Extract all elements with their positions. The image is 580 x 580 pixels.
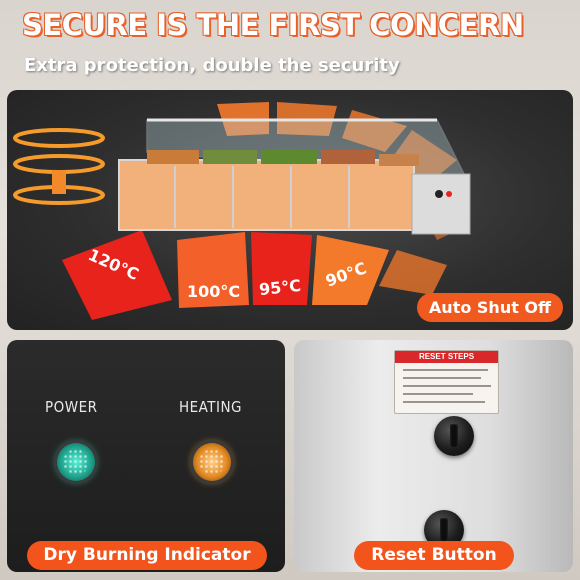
ring-top [13,128,105,148]
pan-2 [203,150,257,164]
reset-step-line [403,369,488,371]
reset-button-caption: Reset Button [354,541,514,570]
heating-label: HEATING [179,398,243,416]
temp-wedge-far [379,250,447,295]
temp-wedge-95 [251,232,312,305]
reset-knob-icon[interactable] [434,416,474,456]
reset-step-line [403,385,491,387]
control-knob-icon [435,190,443,198]
heating-indicator-icon [193,443,231,481]
temp-wedge-90 [312,235,389,305]
dry-burning-panel: POWER HEATING Dry Burning Indicator [7,340,285,572]
reset-step-line [403,377,481,379]
temp-wedge-120 [62,230,172,320]
reset-steps-card: RESET STEPS [394,350,499,414]
ring-middle [13,154,105,174]
control-light-icon [446,191,452,197]
power-label: POWER [45,398,98,416]
steamer-front [118,159,415,231]
reset-step-line [403,401,485,403]
pan-4 [321,150,375,164]
arc-segment-right [392,130,457,185]
reset-step-line [403,393,473,395]
hero-illustration [13,102,471,320]
pan-5 [379,154,419,166]
steamer-control-box [411,173,471,235]
power-indicator-icon [57,443,95,481]
pan-1 [147,150,199,164]
subheadline: Extra protection, double the security [24,55,400,76]
headline: SECURE IS THE FIRST CONCERN [22,8,524,42]
reset-steps-title: RESET STEPS [395,351,498,363]
pan-3 [261,150,317,164]
auto-shut-off-badge: Auto Shut Off [416,293,563,322]
reset-panel: RESET STEPS Reset Button [294,340,573,572]
temp-wedge-100 [177,232,249,308]
dry-burning-caption: Dry Burning Indicator [27,541,267,570]
ring-core [52,170,66,194]
hero-image: 120°C 100°C 95°C 90°C Auto Shut Off [7,90,573,330]
temp-label-100: 100°C [187,282,241,301]
